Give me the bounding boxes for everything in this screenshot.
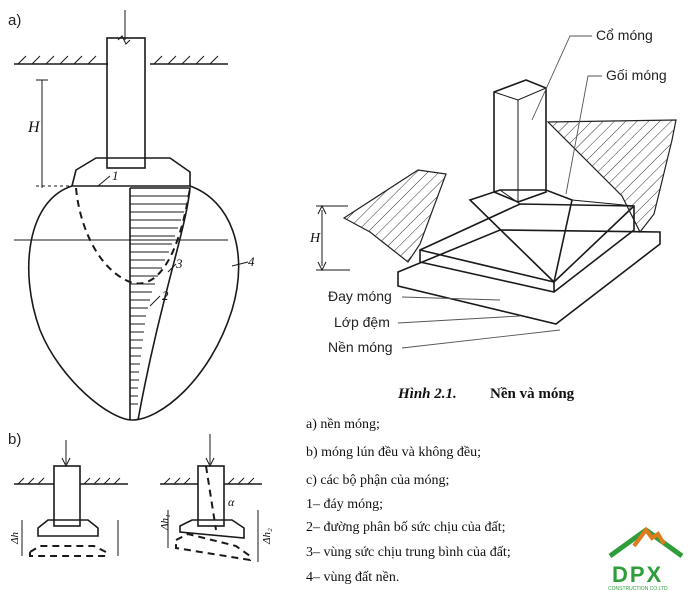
svg-text:Lớp đệm: Lớp đệm bbox=[334, 314, 390, 330]
svg-text:3: 3 bbox=[175, 256, 183, 271]
dim-label-h-c: H bbox=[309, 231, 321, 246]
label-lop-dem: Lớp đệm bbox=[334, 314, 521, 330]
dim-label-dh: Δh bbox=[9, 532, 21, 545]
dim-label-dh1: Δh₁ bbox=[159, 514, 171, 531]
label-nen-mong: Nền móng bbox=[328, 329, 561, 355]
footing-differential-settlement: Δh₁ Δh₂ α bbox=[159, 434, 273, 562]
svg-text:1: 1 bbox=[112, 168, 119, 183]
svg-text:Đay móng: Đay móng bbox=[328, 288, 392, 304]
caption-item-b: b) móng lún đều và không đều; bbox=[306, 445, 481, 460]
callout-1: 1 bbox=[97, 168, 119, 187]
column-neck-edges bbox=[493, 87, 547, 202]
angle-label-alpha: α bbox=[228, 495, 235, 509]
svg-text:2: 2 bbox=[162, 288, 169, 303]
panel-label-b: b) bbox=[8, 431, 21, 448]
footing-a bbox=[70, 157, 191, 187]
dimension-h-c: H bbox=[309, 204, 350, 272]
bearing-distribution-2 bbox=[129, 187, 191, 421]
caption-item-a: a) nền móng; bbox=[306, 417, 380, 432]
svg-text:Nền móng: Nền móng bbox=[328, 339, 393, 355]
label-co-mong: Cổ móng bbox=[531, 27, 653, 121]
caption: Hình 2.1. Nền và móng a) nền móng; b) mó… bbox=[306, 386, 575, 585]
figure-c: H Cổ móng Gối móng Đay móng Lớp đệm Nền … bbox=[309, 27, 677, 355]
caption-item-c: c) các bộ phận của móng; bbox=[306, 473, 449, 488]
caption-title-text: Nền và móng bbox=[490, 386, 575, 402]
caption-item-4: 4– vùng đất nền. bbox=[306, 570, 399, 585]
figure-a: a) H bbox=[8, 10, 255, 421]
base-layer bbox=[397, 229, 661, 325]
callout-2: 2 bbox=[149, 288, 169, 307]
label-goi-mong: Gối móng bbox=[565, 67, 667, 195]
svg-text:4: 4 bbox=[248, 254, 255, 269]
excavation-slope-left bbox=[342, 169, 447, 263]
dpx-logo: DPX CONSTRUCTION CO.LTD bbox=[608, 526, 684, 592]
excavation-slope-right bbox=[546, 119, 677, 234]
footing-slab bbox=[419, 203, 635, 293]
caption-item-2: 2– đường phân bố sức chịu của đất; bbox=[306, 520, 505, 535]
column-break-a bbox=[117, 35, 131, 45]
label-day-mong: Đay móng bbox=[328, 288, 501, 304]
dim-label-dh2: Δh₂ bbox=[261, 528, 273, 545]
footing-uniform-settlement: Δh bbox=[9, 440, 128, 557]
footing-slab-top-edge bbox=[419, 205, 635, 283]
caption-title-prefix: Hình 2.1. bbox=[397, 386, 457, 402]
figure-b: b) Δh Δh₁ bbox=[8, 431, 273, 562]
caption-item-3: 3– vùng sức chịu trung bình của đất; bbox=[306, 545, 511, 560]
dimension-h-a: H bbox=[27, 79, 72, 188]
svg-text:Cổ móng: Cổ móng bbox=[596, 27, 653, 43]
svg-text:Gối móng: Gối móng bbox=[606, 67, 667, 83]
ground-line-a bbox=[14, 55, 228, 65]
pedestal-edge-right bbox=[571, 199, 635, 207]
callout-4: 4 bbox=[231, 254, 255, 269]
caption-item-1: 1– đáy móng; bbox=[306, 497, 383, 512]
panel-label-a: a) bbox=[8, 12, 21, 29]
column-neck bbox=[493, 79, 547, 203]
callout-3: 3 bbox=[167, 256, 183, 273]
column-a bbox=[106, 37, 146, 169]
logo-text: DPX bbox=[612, 562, 663, 587]
logo-subtext: CONSTRUCTION CO.LTD bbox=[608, 586, 668, 592]
soil-zone-4 bbox=[27, 185, 240, 421]
dim-label-h-a: H bbox=[27, 119, 41, 136]
